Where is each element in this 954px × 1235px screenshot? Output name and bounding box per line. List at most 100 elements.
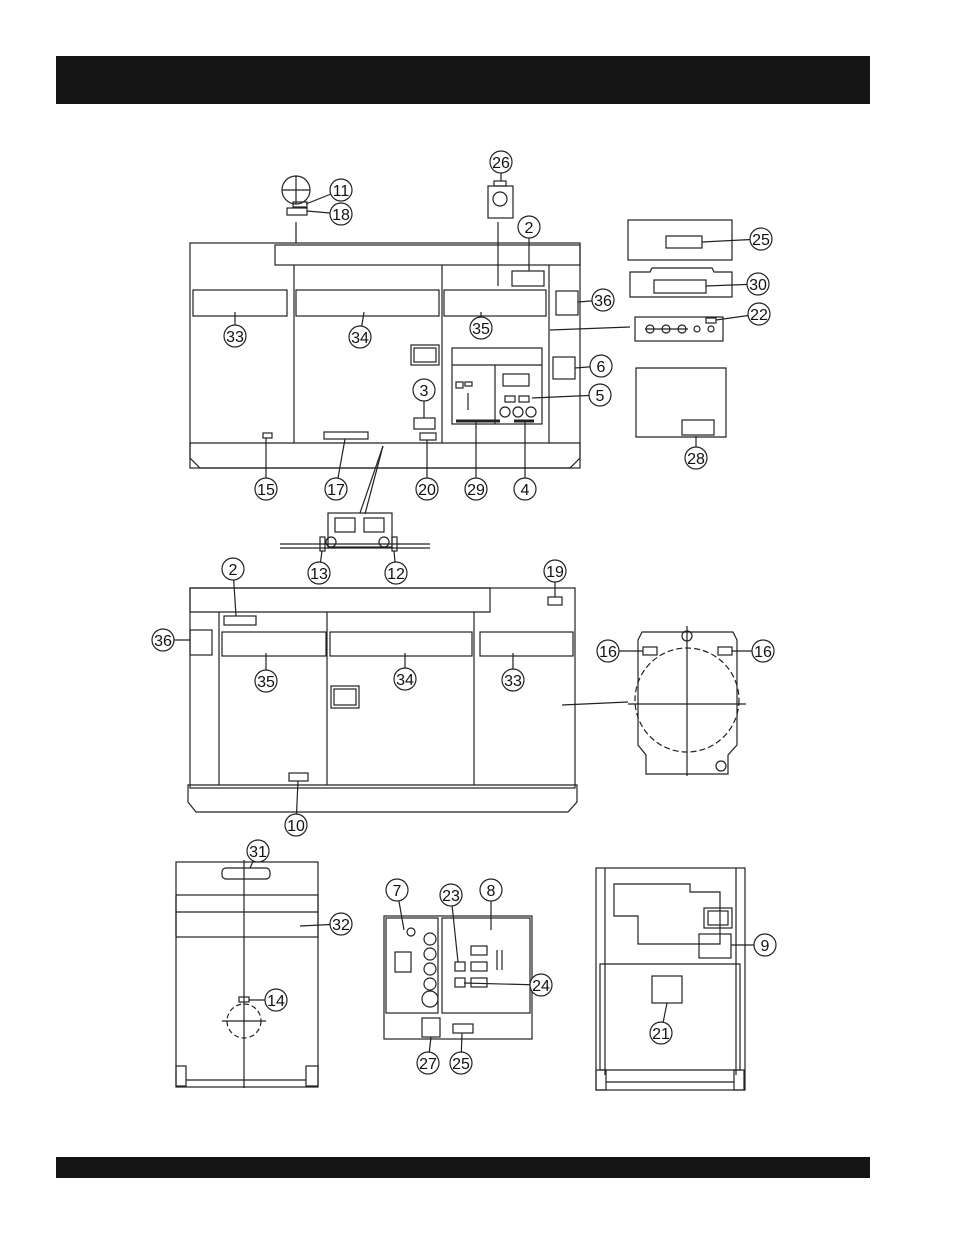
callout-2: 2 bbox=[222, 558, 244, 580]
callout-33: 33 bbox=[502, 669, 524, 691]
callout-10: 10 bbox=[285, 814, 307, 836]
decal-16a bbox=[643, 647, 657, 655]
callout-36: 36 bbox=[152, 629, 174, 651]
callout-number: 24 bbox=[532, 978, 550, 995]
callout-number: 4 bbox=[521, 482, 530, 499]
callout-number: 3 bbox=[420, 383, 429, 400]
decal-35b bbox=[222, 632, 326, 656]
callout-4: 4 bbox=[514, 478, 536, 500]
callout-2: 2 bbox=[518, 216, 540, 238]
callout-16: 16 bbox=[752, 640, 774, 662]
decal-18 bbox=[287, 208, 307, 215]
callout-number: 12 bbox=[387, 566, 405, 583]
decal-10 bbox=[289, 773, 308, 781]
decal-3 bbox=[414, 418, 435, 429]
decal-9 bbox=[699, 934, 731, 958]
callout-number: 36 bbox=[154, 633, 172, 650]
panel-22-bolt bbox=[708, 326, 714, 332]
terminal-minus bbox=[379, 537, 389, 547]
callout-number: 7 bbox=[393, 883, 402, 900]
lifting-bail-detail bbox=[488, 181, 513, 218]
decal-19 bbox=[548, 597, 562, 605]
receptacle bbox=[424, 978, 436, 990]
callout-number: 34 bbox=[351, 330, 369, 347]
callout-22: 22 bbox=[748, 303, 770, 325]
panel-25 bbox=[628, 220, 732, 260]
decal-28 bbox=[682, 420, 714, 435]
callout-12: 12 bbox=[385, 562, 407, 584]
callout-number: 29 bbox=[467, 482, 485, 499]
lifting-bail bbox=[488, 186, 513, 218]
panel-breaker bbox=[526, 407, 536, 417]
door-latch-inner bbox=[414, 348, 436, 362]
callout-number: 32 bbox=[332, 917, 350, 934]
panel-breaker bbox=[500, 407, 510, 417]
decal-35 bbox=[444, 290, 546, 316]
decal-15 bbox=[263, 433, 272, 438]
decal-30 bbox=[654, 280, 706, 293]
battery-detail bbox=[280, 446, 430, 551]
callout-number: 22 bbox=[750, 307, 768, 324]
front-end-view bbox=[596, 868, 745, 1090]
callout-number: 26 bbox=[492, 155, 510, 172]
drain-plug bbox=[716, 761, 726, 771]
callout-number: 2 bbox=[229, 562, 238, 579]
callout-number: 21 bbox=[652, 1026, 670, 1043]
callout-27: 27 bbox=[417, 1052, 439, 1074]
callout-number: 27 bbox=[419, 1056, 437, 1073]
callout-23: 23 bbox=[440, 884, 462, 906]
callout-number: 36 bbox=[594, 293, 612, 310]
decal-33 bbox=[193, 290, 287, 316]
panel-7-bolt bbox=[407, 928, 415, 936]
callout-35: 35 bbox=[470, 317, 492, 339]
decal-34b bbox=[330, 632, 472, 656]
decal-32 bbox=[176, 895, 318, 937]
skid-foot bbox=[306, 1066, 318, 1086]
generator-side-view-2 bbox=[188, 588, 628, 812]
callout-30: 30 bbox=[747, 273, 769, 295]
callout-36: 36 bbox=[592, 289, 614, 311]
callout-number: 20 bbox=[418, 482, 436, 499]
panel-switch bbox=[465, 382, 472, 386]
decal-22 bbox=[706, 318, 716, 323]
callout-25: 25 bbox=[750, 228, 772, 250]
callout-7: 7 bbox=[386, 879, 408, 901]
callout-13: 13 bbox=[308, 562, 330, 584]
callout-20: 20 bbox=[416, 478, 438, 500]
callout-25: 25 bbox=[450, 1052, 472, 1074]
panel-switch bbox=[519, 396, 529, 402]
radiator-end-view bbox=[628, 626, 746, 776]
decal-36b bbox=[190, 630, 212, 655]
callout-number: 30 bbox=[749, 277, 767, 294]
rear-end-view bbox=[176, 860, 318, 1088]
lifting-eye-detail bbox=[282, 176, 310, 215]
callout-number: 35 bbox=[257, 674, 275, 691]
callout-number: 16 bbox=[754, 644, 772, 661]
callout-16: 16 bbox=[597, 640, 619, 662]
callout-number: 13 bbox=[310, 566, 328, 583]
leader-line bbox=[365, 446, 383, 514]
base-skid bbox=[190, 443, 580, 468]
decal-31 bbox=[222, 868, 270, 879]
panel-switch bbox=[505, 396, 515, 402]
callout-14: 14 bbox=[265, 989, 287, 1011]
breaker bbox=[471, 962, 487, 971]
skid-foot bbox=[176, 1066, 186, 1086]
callout-26: 26 bbox=[490, 151, 512, 173]
roof-panel bbox=[275, 245, 580, 265]
battery-cell bbox=[364, 518, 384, 532]
receptacle bbox=[422, 991, 438, 1007]
receptacle bbox=[424, 933, 436, 945]
panel-7-meter bbox=[395, 952, 411, 972]
door-latch-inner bbox=[334, 689, 356, 705]
callout-number: 25 bbox=[752, 232, 770, 249]
decal-33b bbox=[480, 632, 573, 656]
receptacle bbox=[424, 948, 436, 960]
callout-number: 33 bbox=[226, 329, 244, 346]
decal-17 bbox=[324, 432, 368, 439]
decal-25 bbox=[666, 236, 702, 248]
callout-21: 21 bbox=[650, 1022, 672, 1044]
callout-number: 5 bbox=[596, 388, 605, 405]
battery-cell bbox=[335, 518, 355, 532]
panel-breaker bbox=[513, 407, 523, 417]
